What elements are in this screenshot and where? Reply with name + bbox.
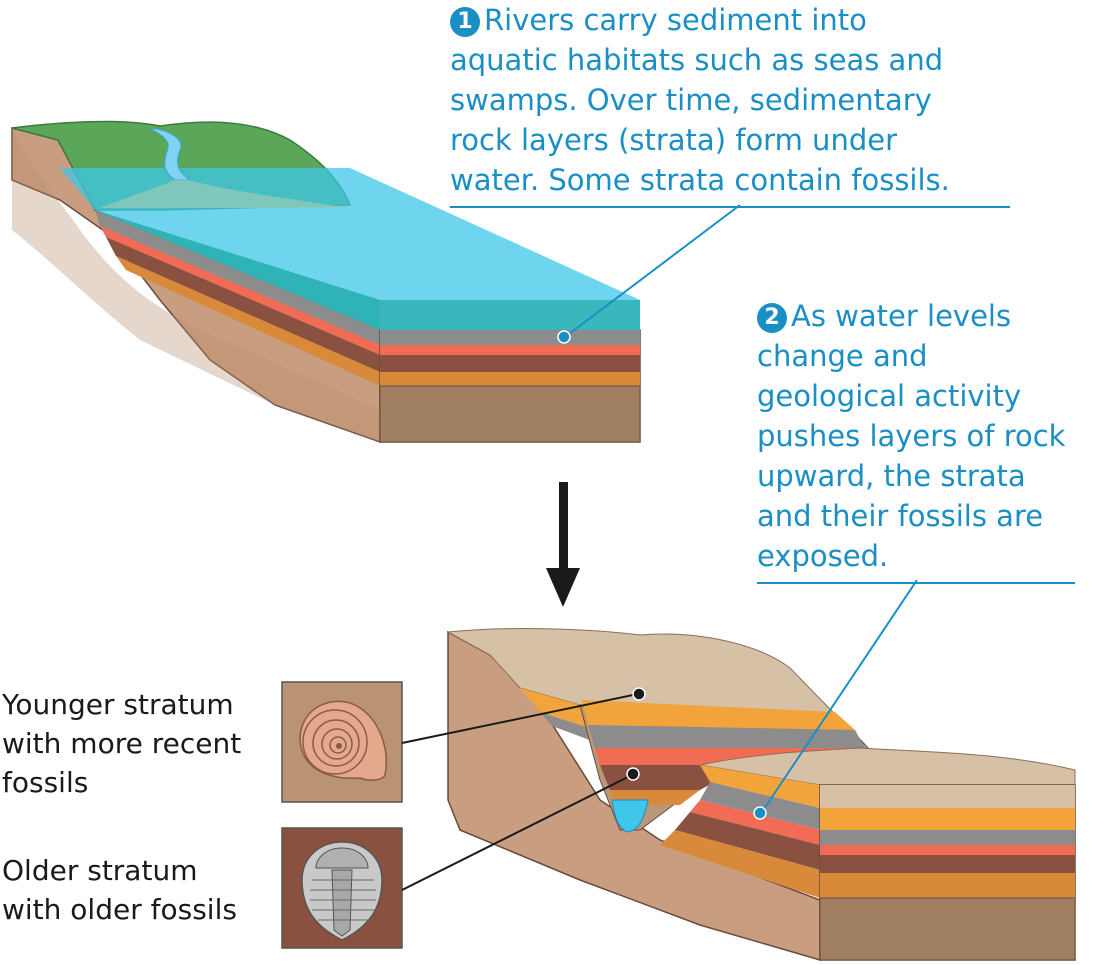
step2-line-3: geological activity: [757, 379, 1022, 413]
step2-line-1: As water levels: [791, 299, 1012, 333]
step2-underline: [757, 582, 1075, 584]
step1-line-5: water. Some strata contain fossils.: [450, 163, 950, 197]
lower-surface: [699, 747, 1076, 786]
step1-line-4: rock layers (strata) form under: [450, 123, 897, 157]
trilobite-fossil-tile: [281, 827, 403, 949]
step1-line-3: swamps. Over time, sedimentary: [450, 83, 932, 117]
younger-line-3: fossils: [2, 766, 89, 799]
step2-line-6: and their fossils are: [757, 499, 1044, 533]
delta: [100, 180, 350, 208]
younger-stratum-label: Younger stratum with more recent fossils: [2, 685, 241, 802]
younger-line-1: Younger stratum: [2, 688, 234, 721]
step2-line-5: upward, the strata: [757, 459, 1026, 493]
younger-pointer: [401, 693, 639, 744]
step1-line-2: aquatic habitats such as seas and: [450, 43, 944, 77]
step2-pointer-dot: [753, 806, 767, 820]
step2-line-7: exposed.: [757, 539, 889, 573]
ammonite-fossil-tile: [281, 681, 403, 803]
older-line-2: with older fossils: [2, 893, 237, 926]
sediment-deposition-block: [11, 120, 641, 444]
ammonite-icon: [299, 700, 387, 781]
step2-pointer: [761, 579, 918, 813]
step1-line-1: Rivers carry sediment into: [484, 3, 867, 37]
step1-pointer-dot: [557, 330, 571, 344]
step2-number-badge: 2: [757, 303, 787, 333]
uplifted-strata-block: [446, 628, 1076, 961]
step1-underline: [450, 206, 1010, 208]
younger-line-2: with more recent: [2, 727, 242, 760]
down-arrow: [546, 482, 580, 607]
trilobite-icon: [301, 841, 383, 941]
valley-water: [611, 799, 649, 833]
step1-pointer: [564, 204, 741, 338]
step2-line-2: change and: [757, 339, 928, 373]
step1-number-badge: 1: [450, 7, 480, 37]
older-pointer: [401, 774, 633, 891]
older-line-1: Older stratum: [2, 854, 198, 887]
step2-line-4: pushes layers of rock: [757, 419, 1066, 453]
older-stratum-label: Older stratum with older fossils: [2, 851, 237, 929]
